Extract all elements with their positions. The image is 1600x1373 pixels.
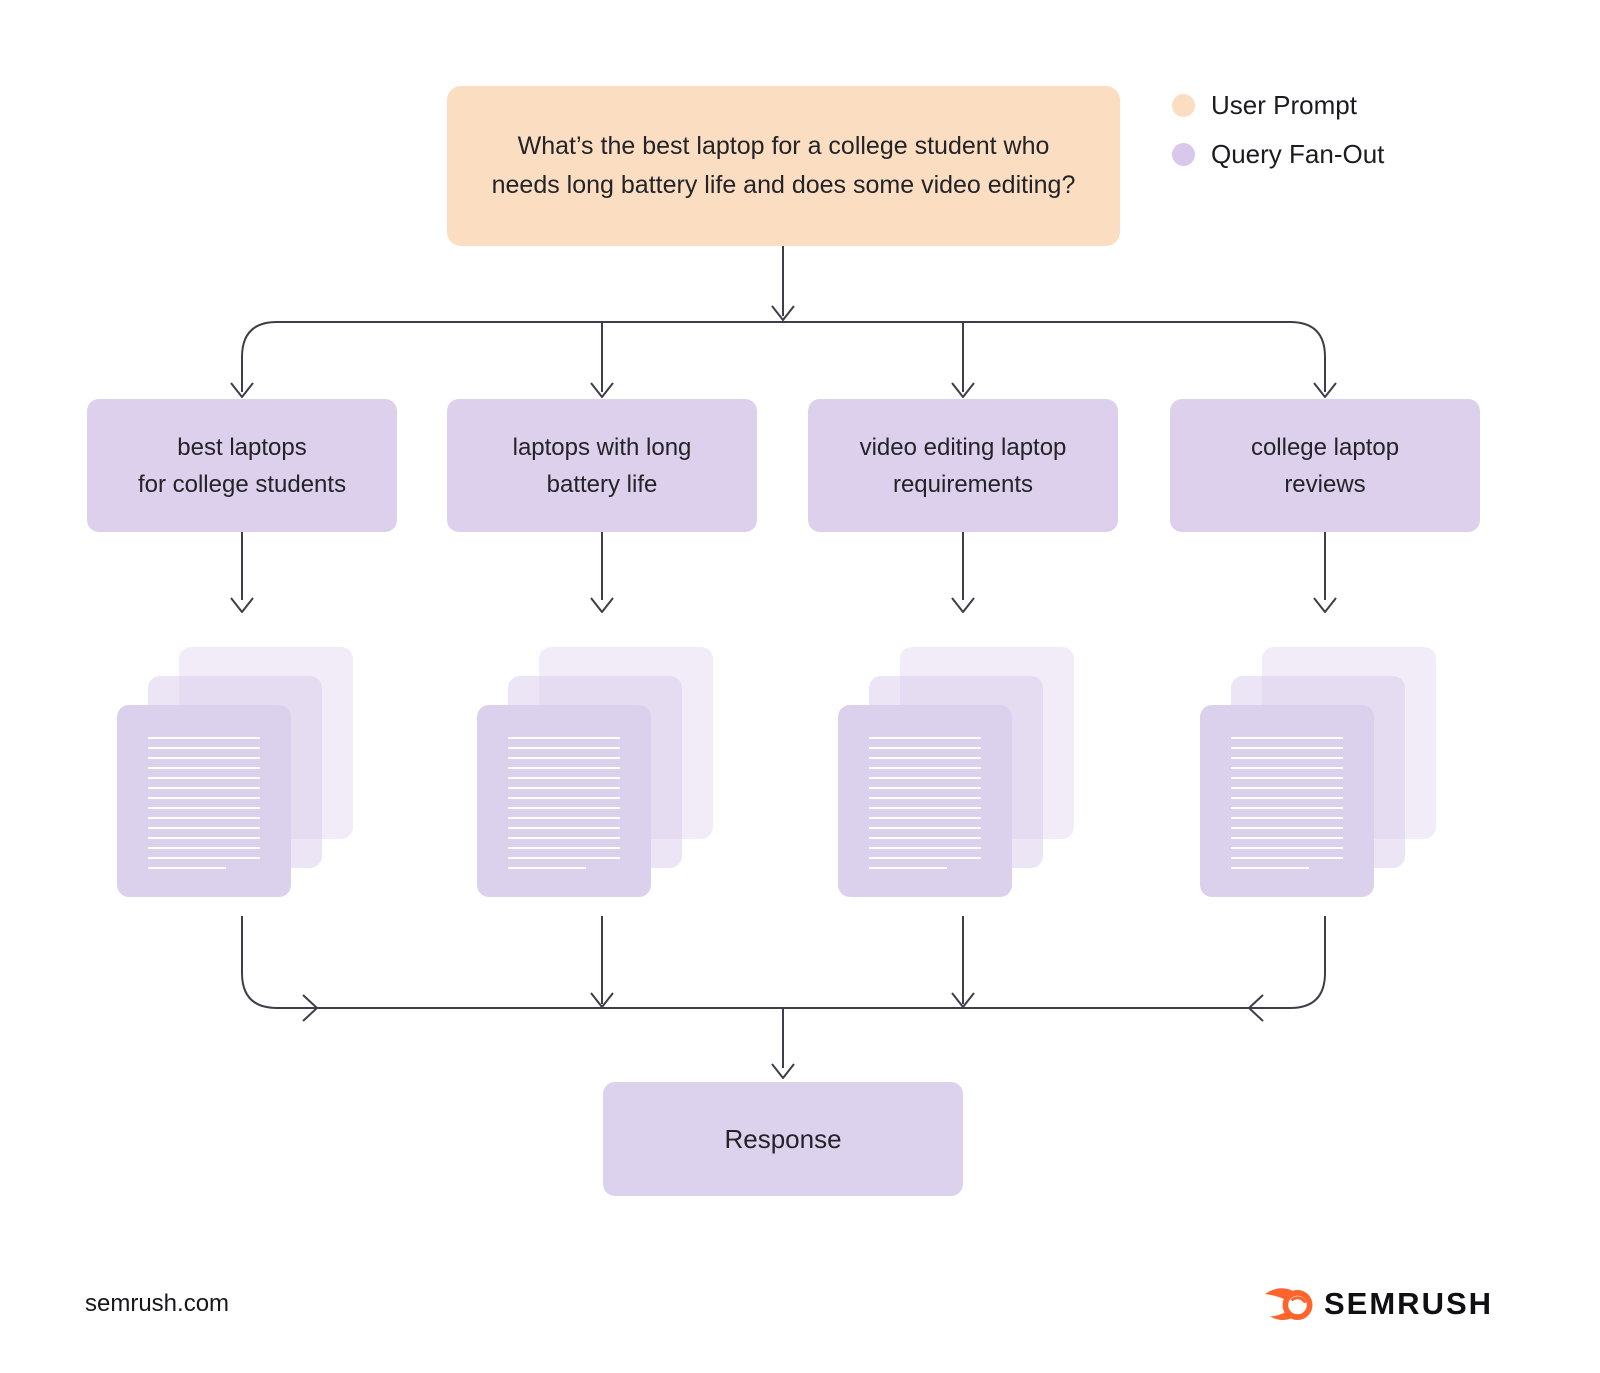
legend-item-user-prompt: User Prompt — [1172, 90, 1384, 121]
document-last-line — [1231, 867, 1309, 869]
semrush-wordmark: SEMRUSH — [1324, 1286, 1494, 1321]
document-stack-icon — [117, 647, 353, 897]
response-label: Response — [724, 1123, 842, 1154]
query-box-battery-life: laptops with long battery life — [447, 399, 757, 532]
user-prompt-box: What’s the best laptop for a college stu… — [447, 86, 1120, 246]
semrush-logo: SEMRUSH — [1264, 1284, 1493, 1324]
user-prompt-dot-icon — [1172, 94, 1195, 117]
query-label: best laptops for college students — [137, 433, 347, 498]
legend-label-query-fanout: Query Fan-Out — [1211, 139, 1385, 169]
query-box-best-laptops: best laptops for college students — [87, 399, 397, 532]
query-box-video-editing: video editing laptop requirements — [808, 399, 1118, 532]
legend: User Prompt Query Fan-Out — [1172, 90, 1384, 188]
document-last-line — [148, 867, 226, 869]
legend-label-user-prompt: User Prompt — [1211, 90, 1357, 120]
query-label: college laptop reviews — [1250, 433, 1400, 498]
document-page-front — [838, 705, 1012, 897]
document-text-lines — [869, 737, 981, 867]
document-text-lines — [508, 737, 620, 867]
query-box-college-reviews: college laptop reviews — [1170, 399, 1480, 532]
query-label: laptops with long battery life — [512, 433, 692, 498]
site-url-text: semrush.com — [85, 1290, 230, 1317]
document-text-lines — [148, 737, 260, 867]
user-prompt-text: What’s the best laptop for a college stu… — [491, 132, 1076, 199]
query-fanout-dot-icon — [1172, 143, 1195, 166]
query-label: video editing laptop requirements — [859, 433, 1067, 498]
document-stack-icon — [477, 647, 713, 897]
document-stack-icon — [838, 647, 1074, 897]
document-last-line — [869, 867, 947, 869]
document-page-front — [117, 705, 291, 897]
semrush-fireball-icon — [1265, 1288, 1313, 1321]
document-page-front — [1200, 705, 1374, 897]
legend-item-query-fanout: Query Fan-Out — [1172, 139, 1384, 170]
response-box: Response — [603, 1082, 963, 1196]
document-page-front — [477, 705, 651, 897]
document-text-lines — [1231, 737, 1343, 867]
document-last-line — [508, 867, 586, 869]
document-stack-icon — [1200, 647, 1436, 897]
